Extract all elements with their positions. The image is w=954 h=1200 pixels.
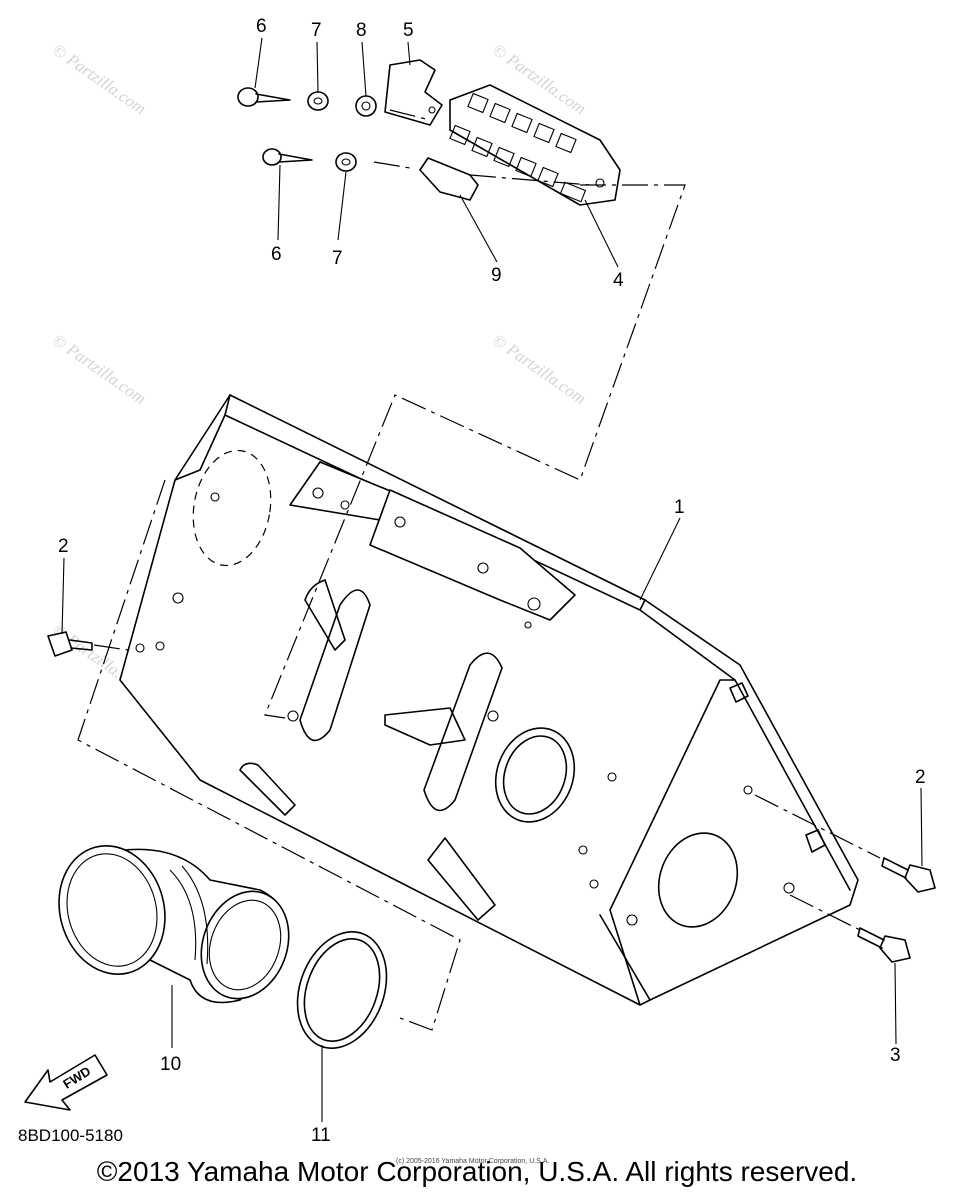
callout-7: 7 xyxy=(332,248,343,269)
callout-3: 3 xyxy=(890,1045,901,1066)
callout-4: 4 xyxy=(613,270,624,291)
copyright-notice: ©2013 Yamaha Motor Corporation, U.S.A. A… xyxy=(96,1156,858,1187)
callout-10: 10 xyxy=(160,1054,182,1075)
sub-copyright: (c) 2005-2016 Yamaha Motor Corporation, … xyxy=(396,1158,550,1165)
washer-part-7 xyxy=(307,91,329,111)
callout-6: 6 xyxy=(271,244,282,265)
callout-1: 1 xyxy=(674,497,685,518)
callout-9: 9 xyxy=(491,265,502,286)
terminal-block-part-4 xyxy=(449,84,621,206)
forward-arrow-icon xyxy=(24,1054,108,1111)
washer-part-7 xyxy=(335,152,357,172)
clamp-part-9 xyxy=(419,157,479,201)
callout-5: 5 xyxy=(403,20,414,41)
bolt-part-3 xyxy=(857,927,911,963)
assembly-lines xyxy=(77,109,881,1031)
bracket-part-5 xyxy=(384,59,443,126)
callout-6: 6 xyxy=(256,16,267,37)
gasket-ring-part-11 xyxy=(296,931,388,1049)
bolt-part-2 xyxy=(47,631,93,657)
bracket-plate-part-1 xyxy=(119,394,859,1006)
callout-2: 2 xyxy=(58,536,69,557)
callout-8: 8 xyxy=(356,20,367,41)
screw-part-6 xyxy=(262,148,313,166)
intake-duct-part-10 xyxy=(58,844,290,1004)
bolt-part-2 xyxy=(881,857,936,893)
screw-part-6 xyxy=(237,87,291,107)
callout-11: 11 xyxy=(311,1125,331,1146)
leader-lines xyxy=(61,37,923,1122)
nut-part-8 xyxy=(355,95,377,117)
callout-2: 2 xyxy=(915,767,926,788)
callout-7: 7 xyxy=(311,20,322,41)
diagram-code: 8BD100-5180 xyxy=(18,1126,123,1145)
